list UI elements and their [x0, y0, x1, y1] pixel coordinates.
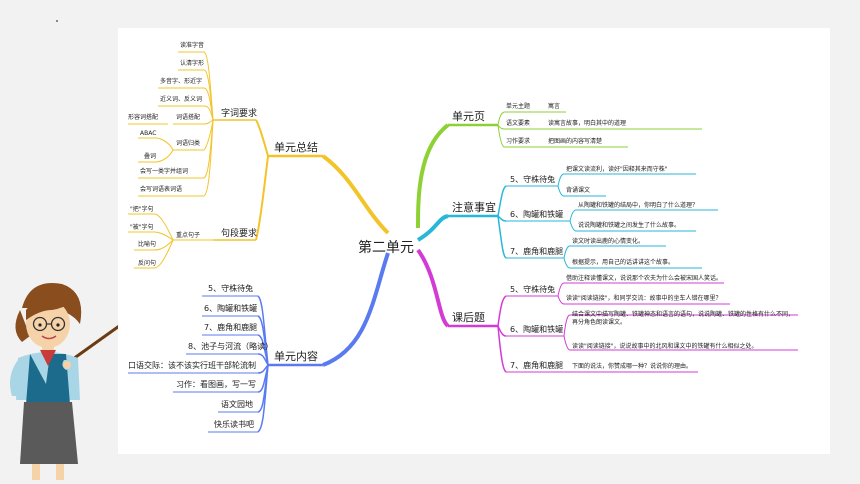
unit-row-1-value: 寓言 — [548, 103, 561, 110]
ci-item-4: 近义词、反义词 — [160, 96, 203, 103]
zhongdian-item-4: 反问句 — [138, 260, 157, 267]
ci-guilei-item-2: 叠词 — [144, 153, 157, 160]
homework-group-1-item-1: 借助注释读懂课文，说说那个农夫为什么会被宋国人笑话。 — [566, 275, 723, 282]
zhongdian-item-1: "把"字句 — [130, 206, 154, 213]
unit-row-2-value: 读寓言故事，明白其中的道理 — [548, 120, 627, 127]
mind-map: 第二单元 单元总结 字词要求 读准字音 认清字形 多音字、形近字 近义词、反义词… — [118, 28, 830, 454]
homework-group-1-item-2: 读读"阅读链接"，和同学交流：故事中的坐车人错在哪里？ — [566, 295, 722, 302]
notes-group-1-item-1: 把课文读流利，读好"因释其来而守株" — [566, 166, 668, 173]
branch-content-title: 单元内容 — [274, 350, 318, 363]
center-topic: 第二单元 — [358, 240, 414, 256]
ci-dapei-sub: 形容词搭配 — [128, 114, 159, 121]
notes-group-1-item-2: 背诵课文 — [566, 187, 591, 194]
content-item-3: 7、鹿角和鹿腿 — [204, 323, 258, 332]
unit-row-3-value: 把图画的内容写清楚 — [548, 138, 603, 145]
mind-map-connectors — [128, 51, 798, 433]
zhongdian-item-3: 比喻句 — [138, 241, 157, 248]
content-item-1: 5、守株待兔 — [208, 284, 254, 293]
content-item-8: 快乐读书吧 — [214, 420, 254, 429]
branch-notes-title: 注意事宜 — [452, 201, 496, 214]
homework-group-3-item-1: 下面的说法，你赞成哪一种？说说你的理由。 — [572, 363, 693, 370]
unit-row-1-key: 单元主题 — [506, 103, 531, 110]
ci-item-5: 词语搭配 — [176, 114, 201, 121]
unit-row-3-key: 习作要求 — [506, 138, 531, 145]
homework-group-3-title: 7、鹿角和鹿腿 — [510, 361, 564, 370]
homework-group-2-title: 6、陶罐和铁罐 — [510, 325, 564, 334]
content-item-4: 8、池子与河流（略读） — [188, 342, 274, 351]
branch-unit-page-title: 单元页 — [452, 110, 485, 123]
ci-requirement-title: 字词要求 — [221, 109, 258, 119]
homework-group-2-item-2: 读读"阅读链接"，说说故事中的北风和课文中的铁罐有什么相似之处。 — [572, 343, 758, 350]
notes-group-2-title: 6、陶罐和铁罐 — [510, 210, 564, 219]
content-item-2: 6、陶罐和铁罐 — [204, 304, 258, 313]
ci-item-1: 读准字音 — [180, 42, 205, 49]
homework-group-1-title: 5、守株待兔 — [510, 285, 556, 294]
teacher-illustration — [10, 283, 123, 480]
notes-group-3-item-2: 根据提示，用自己的话讲讲这个故事。 — [572, 259, 675, 266]
notes-group-3-item-1: 读文时读出鹿的心情变化。 — [572, 238, 645, 245]
notes-group-2-item-1: 从陶罐和铁罐的结局中，你明白了什么道理？ — [578, 202, 699, 209]
ci-more-2: 会写词语表词语 — [140, 186, 183, 193]
zhongdian-title: 重点句子 — [176, 232, 201, 239]
notes-group-2-item-2: 说说陶罐和铁罐之间发生了什么故事。 — [578, 222, 681, 229]
content-item-7: 语文园地 — [221, 400, 253, 409]
content-item-5: 口语交际：该不该实行班干部轮流制 — [128, 361, 256, 370]
corner-mark — [56, 20, 58, 22]
ci-item-2: 认清字形 — [180, 60, 205, 67]
zhongdian-item-2: "被"字句 — [130, 224, 154, 231]
ci-more-1: 会写一类字并组词 — [140, 168, 189, 175]
ci-guilei-item-1: ABAC — [140, 130, 157, 137]
ci-item-3: 多音字、形近字 — [160, 78, 203, 85]
homework-group-2-item-1: 结合课文中描写陶罐、铁罐神态和语言的语句，说说陶罐、铁罐的性格有什么不同，再分角… — [572, 311, 795, 327]
notes-group-3-title: 7、鹿角和鹿腿 — [510, 247, 564, 256]
notes-group-1-title: 5、守株待兔 — [510, 175, 556, 184]
content-item-6: 习作：看图画，写一写 — [176, 380, 256, 389]
branch-summary-title: 单元总结 — [274, 141, 318, 154]
ci-guilei-title: 词语归类 — [176, 140, 201, 147]
branch-homework-title: 课后题 — [452, 311, 485, 324]
unit-row-2-key: 语文要素 — [506, 120, 531, 127]
ju-requirement-title: 句段要求 — [221, 229, 258, 239]
